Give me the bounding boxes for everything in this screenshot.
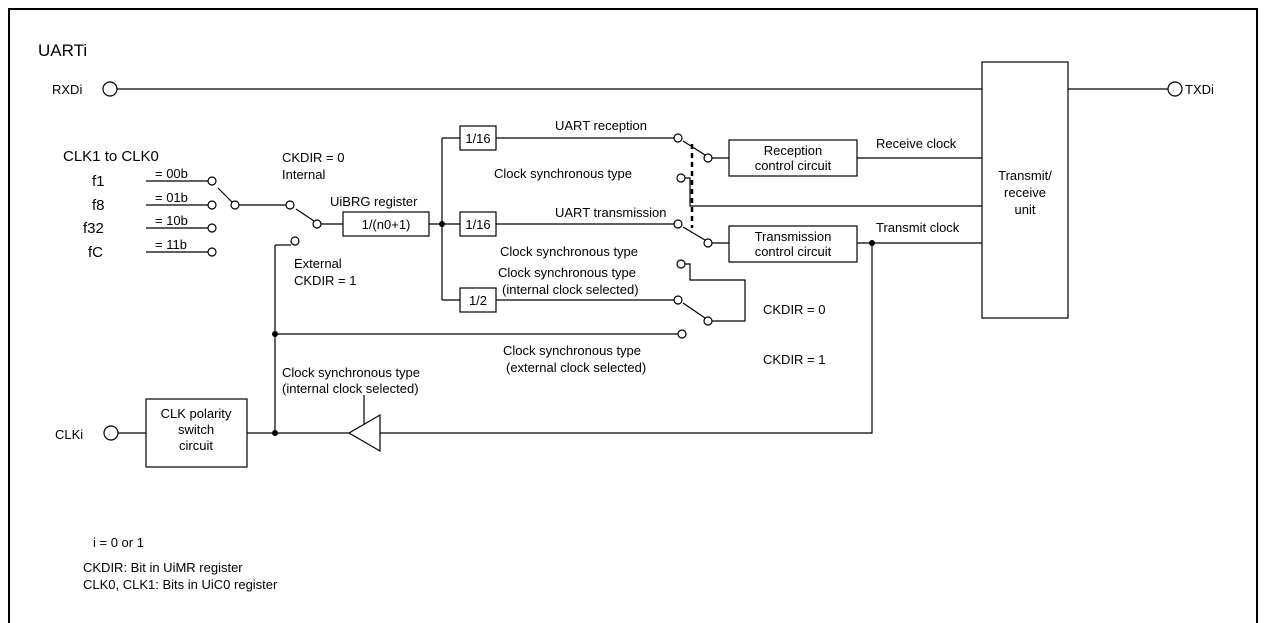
trx-label-3: unit xyxy=(1015,202,1036,217)
txd-pin-label: TXDi xyxy=(1185,82,1214,97)
uibrg-label: UiBRG register xyxy=(330,194,418,209)
polarity-junction xyxy=(272,430,278,436)
rxd-terminal xyxy=(102,81,118,97)
clk-select-heading: CLK1 to CLK0 xyxy=(63,148,159,165)
diagram-title: UARTi xyxy=(38,41,87,60)
reception-control-text-2: control circuit xyxy=(755,158,832,173)
ckdir0-right-label: CKDIR = 0 xyxy=(763,302,826,317)
brg-divider-text: 1/(n0+1) xyxy=(362,217,411,232)
brg-divider-block xyxy=(342,211,430,237)
rx-switch-pivot xyxy=(703,153,713,163)
cs-type-tx-label: Clock synchronous type xyxy=(500,244,638,259)
clk-code-10: = 10b xyxy=(155,213,188,228)
rx-switch-arm xyxy=(682,140,706,156)
receive-clock-label: Receive clock xyxy=(876,136,957,151)
div16-transmission-block xyxy=(459,211,497,237)
cs-int-tx-label-2: (internal clock selected) xyxy=(502,282,639,297)
clk-polarity-text-3: circuit xyxy=(179,438,213,453)
ckdir-contact-internal xyxy=(285,200,295,210)
transmission-control-circuit xyxy=(728,225,858,263)
cs-ext-label-1: Clock synchronous type xyxy=(503,343,641,358)
trx-label-2: receive xyxy=(1004,185,1046,200)
clk-code-01: = 01b xyxy=(155,190,188,205)
tx-switch-pivot xyxy=(703,238,713,248)
ckdir1-label: CKDIR = 1 xyxy=(294,273,357,288)
ckdir-switch-pivot xyxy=(312,219,322,229)
clk-contact-f1 xyxy=(207,176,217,186)
ckdir-right-arm xyxy=(682,302,706,319)
internal-label: Internal xyxy=(282,167,325,182)
note-clk-bits: CLK0, CLK1: Bits in UiC0 register xyxy=(83,577,278,592)
clk-contact-fc xyxy=(207,247,217,257)
note-index: i = 0 or 1 xyxy=(93,535,144,550)
cs-type-rx-label: Clock synchronous type xyxy=(494,166,632,181)
reception-control-circuit xyxy=(728,139,858,177)
clk-source-f8: f8 xyxy=(92,197,105,214)
clk-contact-f8 xyxy=(207,200,217,210)
clk-code-11: = 11b xyxy=(155,237,187,252)
cs-rx-wire xyxy=(685,177,982,207)
clk-code-00: = 00b xyxy=(155,166,188,181)
cs-ext-label-2: (external clock selected) xyxy=(506,360,646,375)
ckdir1-right-label: CKDIR = 1 xyxy=(763,352,826,367)
reception-control-text-1: Reception xyxy=(764,143,823,158)
ckdir-switch-arm xyxy=(295,208,315,222)
transmit-clock-label: Transmit clock xyxy=(876,220,960,235)
uart-rx-contact xyxy=(673,133,683,143)
cs-int-low-label-1: Clock synchronous type xyxy=(282,365,420,380)
div2-text: 1/2 xyxy=(469,293,487,308)
cs-int-tx-label-1: Clock synchronous type xyxy=(498,265,636,280)
clk-pin-label: CLKi xyxy=(55,427,83,442)
trx-label-1: Transmit/ xyxy=(998,168,1052,183)
clk-polarity-text-1: CLK polarity xyxy=(161,406,232,421)
uart-reception-label: UART reception xyxy=(555,118,647,133)
ckdir-right-pivot xyxy=(703,316,713,326)
clk-polarity-text-2: switch xyxy=(178,422,214,437)
cs-tx-contact xyxy=(676,259,686,269)
external-label: External xyxy=(294,256,342,271)
transmission-control-text-2: control circuit xyxy=(755,244,832,259)
tx-switch-arm xyxy=(682,226,706,241)
clk-source-f1: f1 xyxy=(92,173,105,190)
transmit-receive-unit xyxy=(981,61,1069,319)
clk-switch-arm xyxy=(217,187,233,203)
div16-transmission-text: 1/16 xyxy=(465,217,490,232)
ckdir0-label: CKDIR = 0 xyxy=(282,150,345,165)
transmission-control-text-1: Transmission xyxy=(755,229,832,244)
ckdir-contact-external xyxy=(290,236,300,246)
clk-contact-f32 xyxy=(207,223,217,233)
cs-int-low-label-2: (internal clock selected) xyxy=(282,381,419,396)
div2-contact xyxy=(673,295,683,305)
clk-polarity-switch xyxy=(145,398,248,468)
cs-tx-wire xyxy=(685,263,746,322)
external-clock-contact xyxy=(677,329,687,339)
transmit-clock-feedback xyxy=(380,243,873,434)
clk-terminal xyxy=(103,425,119,441)
rxd-pin-label: RXDi xyxy=(52,82,82,97)
cs-rx-contact xyxy=(676,173,686,183)
clk-source-fc: fC xyxy=(88,244,103,261)
uart-tx-contact xyxy=(673,219,683,229)
clk-switch-pivot xyxy=(230,200,240,210)
note-ckdir: CKDIR: Bit in UiMR register xyxy=(83,560,243,575)
txd-terminal xyxy=(1167,81,1183,97)
clk-source-f32: f32 xyxy=(83,220,104,237)
uart-transmission-label: UART transmission xyxy=(555,205,667,220)
div16-reception-text: 1/16 xyxy=(465,131,490,146)
diagram-frame xyxy=(8,8,1258,623)
